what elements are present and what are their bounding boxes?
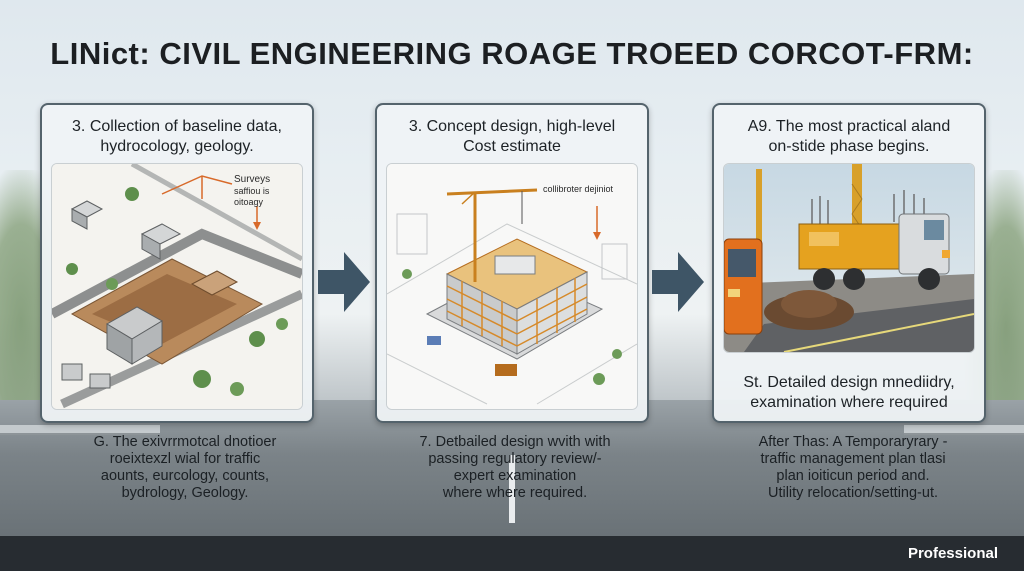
guard-rail-right xyxy=(904,425,1024,435)
panel-3-caption: St. Detailed design mnediidry, examinati… xyxy=(722,373,976,413)
note-2-line-2: passing regulatory review/- xyxy=(428,451,602,467)
footer-label: Professional xyxy=(907,545,998,562)
step-panel-1: 3. Collection of baseline data, hydrocol… xyxy=(40,103,314,423)
note-step-2: 7. Detbailed design wvith with passing r… xyxy=(380,434,650,502)
panel-2-heading-line-1: 3. Concept design, high-level xyxy=(408,118,616,135)
survey-label-1: Surveys xyxy=(234,174,270,185)
survey-site-illustration: Surveys saffiou is oitoagy xyxy=(51,163,303,410)
panel-1-heading: 3. Collection of baseline data, hydrocol… xyxy=(50,117,304,157)
arrow-right-icon xyxy=(652,252,704,312)
concept-design-illustration: collibroter dejiniot xyxy=(386,163,638,410)
note-1-line-1: G. The exivrrmotcal dnotioer xyxy=(93,434,277,450)
survey-site-svg: Surveys saffiou is oitoagy xyxy=(52,164,302,409)
note-step-1: G. The exivrrmotcal dnotioer roeixtexzl … xyxy=(40,434,330,502)
note-1-line-3: aounts, eurcology, counts, xyxy=(100,468,270,484)
survey-label-3: oitoagy xyxy=(234,197,264,207)
panel-3-caption-line-1: St. Detailed design mnediidry, xyxy=(743,374,955,391)
panel-1-heading-line-2: hydrocology, geology. xyxy=(100,138,254,155)
panel-3-caption-line-2: examination where required xyxy=(750,394,948,411)
note-1-line-2: roeixtexzl wial for traffic xyxy=(109,451,261,467)
concept-design-svg: collibroter dejiniot xyxy=(387,164,637,409)
panel-2-heading: 3. Concept design, high-level Cost estim… xyxy=(385,117,639,157)
panel-3-heading-line-2: on-stide phase begins. xyxy=(768,138,930,155)
panel-2-heading-line-2: Cost estimate xyxy=(463,138,561,155)
panel-3-heading-line-1: A9. The most practical aland xyxy=(747,118,951,135)
construction-site-svg xyxy=(724,164,974,352)
step-panel-2: 3. Concept design, high-level Cost estim… xyxy=(375,103,649,423)
panel-1-heading-line-1: 3. Collection of baseline data, xyxy=(72,118,282,135)
note-2-line-4: where where required. xyxy=(442,485,588,501)
footer-bar: Professional xyxy=(0,536,1024,571)
guard-rail-left xyxy=(0,425,160,435)
step-panel-3: A9. The most practical aland on-stide ph… xyxy=(712,103,986,423)
survey-label-2: saffiou is xyxy=(234,186,270,196)
note-3-line-2: traffic management plan tlasi xyxy=(760,451,946,467)
note-step-3: After Thas: A Temporaryrary - traffic ma… xyxy=(718,434,988,502)
road-center-line xyxy=(509,455,515,523)
note-1-line-4: bydrology, Geology. xyxy=(121,485,249,501)
note-3-line-1: After Thas: A Temporaryrary - xyxy=(758,434,948,450)
concept-label: collibroter dejiniot xyxy=(543,184,614,194)
construction-site-photo xyxy=(723,163,975,353)
note-3-line-3: plan ioiticun period and. xyxy=(776,468,930,484)
page-title: LINict: CIVIL ENGINEERING ROAGE TROEED C… xyxy=(50,36,974,71)
arrow-right-icon xyxy=(318,252,370,312)
note-3-line-4: Utility relocation/setting-ut. xyxy=(767,485,939,501)
note-2-line-1: 7. Detbailed design wvith with xyxy=(419,434,611,450)
note-2-line-3: expert examination xyxy=(453,468,577,484)
panel-3-heading: A9. The most practical aland on-stide ph… xyxy=(722,117,976,157)
